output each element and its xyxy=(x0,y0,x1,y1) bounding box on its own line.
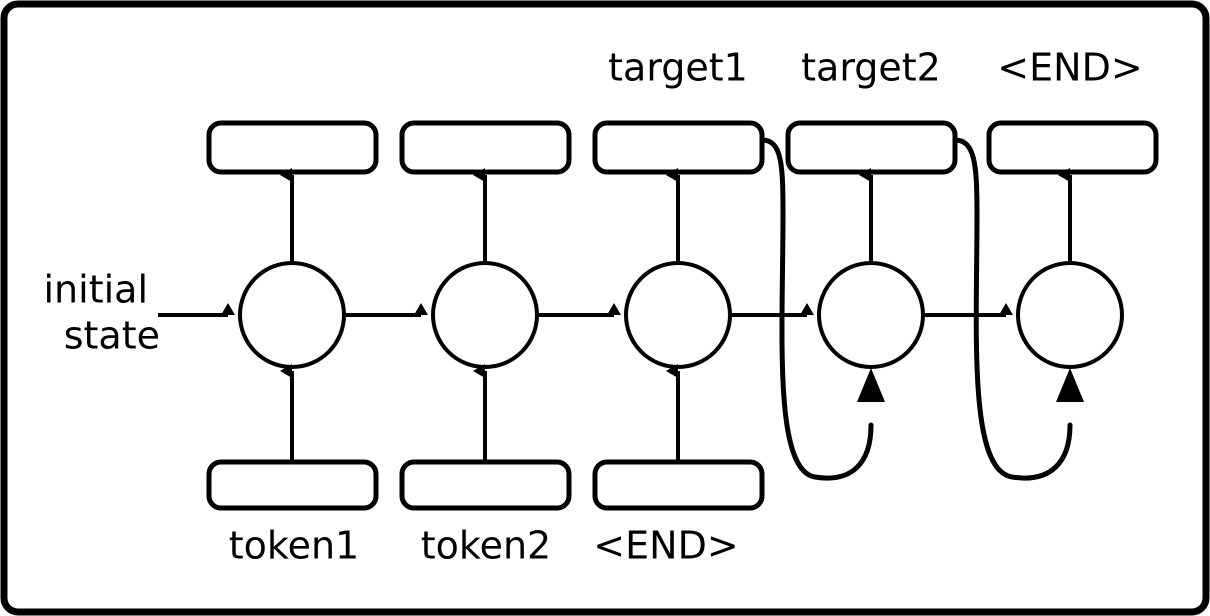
rnn-cell-5 xyxy=(1016,261,1124,369)
rnn-cell-3 xyxy=(624,261,732,369)
input-label-1: token1 xyxy=(229,524,359,568)
rnn-cell-1 xyxy=(238,261,346,369)
output-box-3 xyxy=(592,120,765,175)
initial-state-label-line2: state xyxy=(64,314,160,358)
feedback-loop-3-to-4 xyxy=(759,137,874,481)
output-label-4: target2 xyxy=(801,46,941,90)
output-label-5: <END> xyxy=(997,46,1142,90)
input-label-2: token2 xyxy=(421,524,551,568)
output-box-4 xyxy=(785,120,958,175)
feedback-loop-4-to-5-arrowhead xyxy=(1056,368,1084,402)
output-box-2 xyxy=(399,120,572,175)
feedback-loop-3-to-4-arrowhead xyxy=(857,368,885,402)
output-box-1 xyxy=(206,120,379,175)
initial-state-label-line1: initial xyxy=(44,268,149,312)
feedback-loop-4-to-5 xyxy=(952,137,1073,481)
input-box-3 xyxy=(592,459,765,511)
rnn-cell-2 xyxy=(431,261,539,369)
input-label-3: <END> xyxy=(593,524,738,568)
rnn-cell-4 xyxy=(817,261,925,369)
input-box-2 xyxy=(399,459,572,511)
output-label-3: target1 xyxy=(608,46,748,90)
output-box-5 xyxy=(986,120,1159,175)
input-box-1 xyxy=(206,459,379,511)
